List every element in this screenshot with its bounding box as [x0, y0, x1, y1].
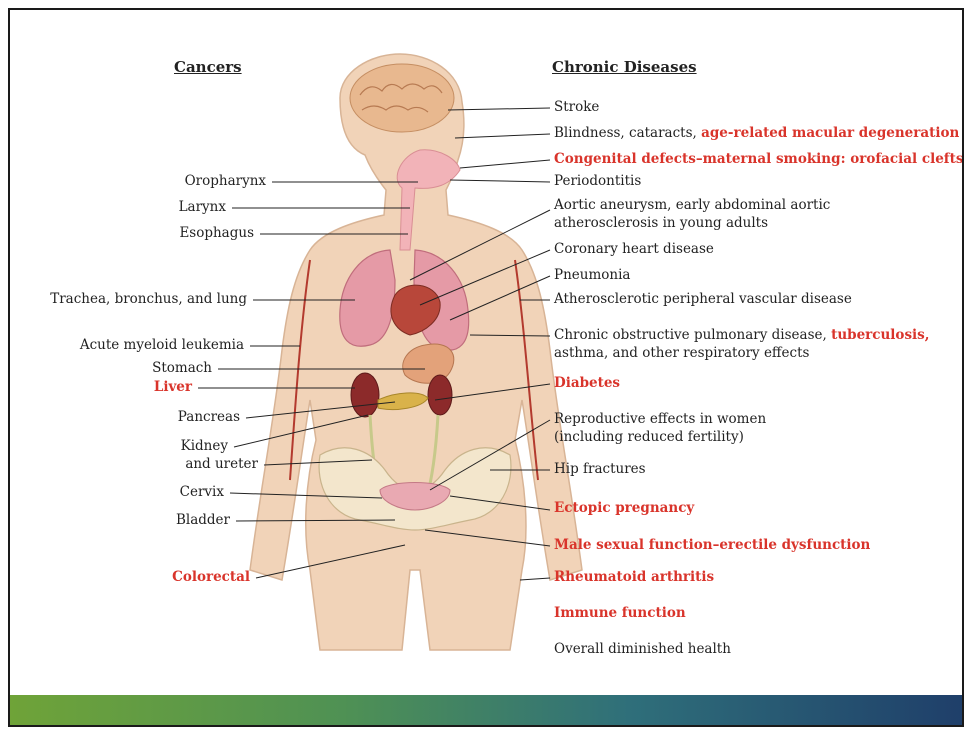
- cancer-label-cervix: Cervix: [180, 484, 224, 501]
- cancer-label-ureter: and ureter: [185, 456, 258, 473]
- chronic-label-reproductive-1: Reproductive effects in women: [554, 411, 766, 428]
- macular-degeneration-text: age-related macular degeneration: [701, 125, 959, 141]
- tuberculosis-text: tuberculosis,: [831, 327, 929, 343]
- brain: [350, 64, 454, 132]
- blindness-text: Blindness, cataracts,: [554, 125, 701, 141]
- chronic-label-aortic-1: Aortic aneurysm, early abdominal aortic: [554, 197, 830, 214]
- cancer-label-lung: Trachea, bronchus, and lung: [50, 291, 247, 308]
- chronic-label-stroke: Stroke: [554, 99, 599, 116]
- cancer-label-colorectal: Colorectal: [172, 569, 250, 586]
- chronic-label-asthma: asthma, and other respiratory effects: [554, 345, 809, 362]
- chronic-label-diabetes: Diabetes: [554, 375, 620, 392]
- cancer-label-bladder: Bladder: [176, 512, 230, 529]
- slide-frame: Cancers Chronic Diseases Oropharynx Lary…: [8, 8, 964, 727]
- chronic-label-pneumonia: Pneumonia: [554, 267, 630, 284]
- kidney: [428, 375, 452, 415]
- chronic-label-atherosclerotic: Atherosclerotic peripheral vascular dise…: [554, 291, 852, 308]
- chronic-label-periodontitis: Periodontitis: [554, 173, 641, 190]
- chronic-label-immune: Immune function: [554, 605, 686, 622]
- cancers-heading: Cancers: [174, 58, 242, 76]
- chronic-label-congenital: Congenital defects–maternal smoking: oro…: [554, 151, 963, 168]
- chronic-label-reproductive-2: (including reduced fertility): [554, 429, 744, 446]
- cancer-label-larynx: Larynx: [179, 199, 226, 216]
- chronic-label-blindness: Blindness, cataracts, age-related macula…: [554, 125, 959, 142]
- chronic-label-rheumatoid: Rheumatoid arthritis: [554, 569, 714, 586]
- chronic-label-copd: Chronic obstructive pulmonary disease, t…: [554, 327, 929, 344]
- chronic-label-aortic-2: atherosclerosis in young adults: [554, 215, 768, 232]
- cancer-label-leukemia: Acute myeloid leukemia: [80, 337, 244, 354]
- cancer-label-stomach: Stomach: [152, 360, 212, 377]
- cancer-label-pancreas: Pancreas: [178, 409, 240, 426]
- chronic-label-coronary: Coronary heart disease: [554, 241, 714, 258]
- cancer-label-oropharynx: Oropharynx: [185, 173, 266, 190]
- chronic-label-ectopic: Ectopic pregnancy: [554, 500, 694, 517]
- cancer-label-kidney: Kidney: [181, 438, 228, 455]
- liver: [351, 373, 379, 417]
- chronic-label-male-function: Male sexual function–erectile dysfunctio…: [554, 537, 870, 554]
- cancer-label-esophagus: Esophagus: [179, 225, 254, 242]
- chronic-diseases-heading: Chronic Diseases: [552, 58, 697, 76]
- cancer-label-liver: Liver: [154, 379, 192, 396]
- copd-text: Chronic obstructive pulmonary disease,: [554, 327, 831, 343]
- footer-gradient-bar: [10, 695, 962, 725]
- chronic-label-hip: Hip fractures: [554, 461, 646, 478]
- chronic-label-overall: Overall diminished health: [554, 641, 731, 658]
